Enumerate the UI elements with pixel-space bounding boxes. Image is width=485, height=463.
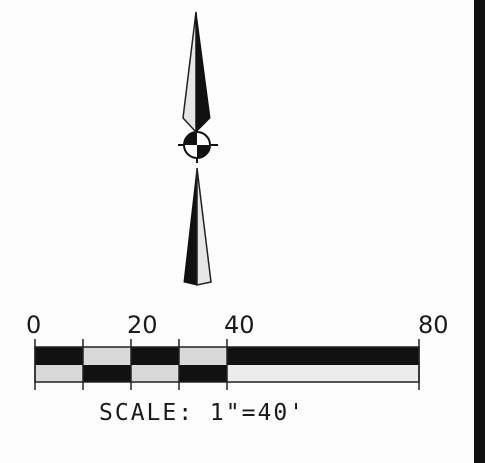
scale-label-20: 20 [127,311,158,339]
scale-label-80: 80 [418,311,449,339]
scale-segment-bottom-3 [131,365,179,382]
scale-segment-top-1 [35,347,83,365]
scale-label-40: 40 [224,311,255,339]
scale-segment-bottom-2 [83,365,131,382]
scale-caption: SCALE: 1"=40' [99,400,306,426]
scale-segment-bottom-5 [227,365,419,382]
scale-bar [34,339,420,390]
scale-segment-bottom-4 [179,365,227,382]
scale-segment-top-5 [227,347,419,365]
scale-segment-bottom-1 [35,365,83,382]
scale-segment-top-3 [131,347,179,365]
scale-label-0: 0 [26,311,42,339]
north-arrow-icon [178,11,218,286]
scale-segment-top-4 [179,347,227,365]
scale-segment-top-2 [83,347,131,365]
sheet-border [474,0,485,463]
